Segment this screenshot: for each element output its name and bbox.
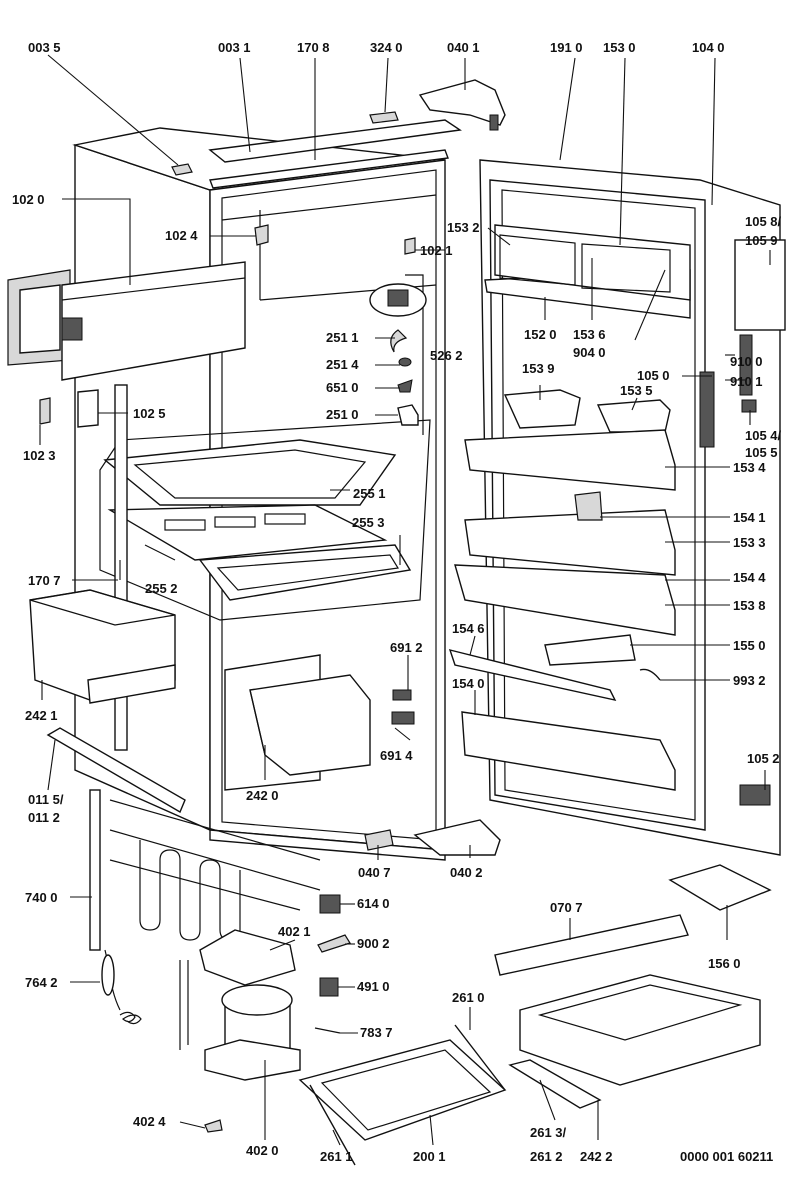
label-2551: 255 1 (353, 486, 386, 501)
document-number: 0000 001 60211 (680, 1149, 773, 1164)
label-2511: 251 1 (326, 330, 359, 345)
label-1533: 153 3 (733, 535, 766, 550)
label-1910: 191 0 (550, 40, 583, 55)
condenser-coil (89, 789, 321, 1025)
label-2001: 200 1 (413, 1149, 446, 1164)
label-1025: 102 5 (133, 406, 166, 421)
label-0707: 070 7 (550, 900, 583, 915)
label-1544: 154 4 (733, 570, 766, 585)
label-1532: 153 2 (447, 220, 480, 235)
label-0035: 003 5 (28, 40, 61, 55)
label-1520: 152 0 (524, 327, 557, 342)
label-2610: 261 0 (452, 990, 485, 1005)
label-1024: 102 4 (165, 228, 198, 243)
label-7837: 783 7 (360, 1025, 393, 1040)
label-1541: 154 1 (733, 510, 766, 525)
top-parts (171, 79, 506, 255)
leader-lines (39, 54, 771, 1146)
label-0407: 040 7 (358, 865, 391, 880)
label-2553: 255 3 (352, 515, 385, 530)
label-4021: 402 1 (278, 924, 311, 939)
label-1560: 156 0 (708, 956, 741, 971)
label-7642: 764 2 (25, 975, 58, 990)
refrigerator-door (448, 159, 786, 856)
label-3240: 324 0 (370, 40, 403, 55)
label-1536: 153 6 (573, 327, 606, 342)
label-9100: 910 0 (730, 354, 763, 369)
glass-tray (298, 1024, 507, 1166)
label-1538: 153 8 (733, 598, 766, 613)
label-2420: 242 0 (246, 788, 279, 803)
label-0401: 040 1 (447, 40, 480, 55)
label-6140: 614 0 (357, 896, 390, 911)
label-1050: 105 0 (637, 368, 670, 383)
label-1539: 153 9 (522, 361, 555, 376)
label-2611: 261 1 (320, 1149, 353, 1164)
label-0115: 011 5/ (28, 792, 64, 807)
label-1058: 105 8/ (745, 214, 782, 229)
label-6914: 691 4 (380, 748, 413, 763)
label-1534: 153 4 (733, 460, 766, 475)
label-1020: 102 0 (12, 192, 45, 207)
ice-tray (668, 864, 772, 911)
label-6510: 651 0 (326, 380, 359, 395)
label-2422: 242 2 (580, 1149, 613, 1164)
crisper-bin-left (29, 589, 176, 704)
label-2421: 242 1 (25, 708, 58, 723)
label-1059: 105 9 (745, 233, 778, 248)
label-4910: 491 0 (357, 979, 390, 994)
label-5262: 526 2 (430, 348, 463, 363)
label-1530: 153 0 (603, 40, 636, 55)
label-0402: 040 2 (450, 865, 483, 880)
part-labels: 003 5 003 1 170 8 324 0 040 1 191 0 153 … (12, 40, 782, 1164)
hinge-rail (46, 727, 186, 814)
label-1040: 104 0 (692, 40, 725, 55)
label-4024: 402 4 (133, 1114, 166, 1129)
electrical-parts (314, 689, 501, 1034)
label-1546: 154 6 (452, 621, 485, 636)
label-1540: 154 0 (452, 676, 485, 691)
compressor (179, 929, 301, 1133)
label-1052: 105 2 (747, 751, 780, 766)
label-6912: 691 2 (390, 640, 423, 655)
label-1708: 170 8 (297, 40, 330, 55)
label-9932: 993 2 (733, 673, 766, 688)
label-0112: 011 2 (28, 810, 60, 825)
label-1023: 102 3 (23, 448, 56, 463)
label-2612: 261 2 (530, 1149, 563, 1164)
label-9040: 904 0 (573, 345, 606, 360)
label-1054: 105 4/ (745, 428, 782, 443)
label-1055: 105 5 (745, 445, 778, 460)
label-1535: 153 5 (620, 383, 653, 398)
label-2514: 251 4 (326, 357, 359, 372)
label-9002: 900 2 (357, 936, 390, 951)
vegetable-drawer (494, 914, 761, 1109)
thermostat-parts (369, 283, 427, 426)
label-4020: 402 0 (246, 1143, 279, 1158)
label-2613: 261 3/ (530, 1125, 567, 1140)
label-1707: 170 7 (28, 573, 61, 588)
freezer-door-panel (7, 261, 246, 428)
label-2552: 255 2 (145, 581, 178, 596)
label-1021: 102 1 (420, 243, 453, 258)
label-2510: 251 0 (326, 407, 359, 422)
label-0031: 003 1 (218, 40, 251, 55)
label-7400: 740 0 (25, 890, 58, 905)
label-1550: 155 0 (733, 638, 766, 653)
label-9101: 910 1 (730, 374, 763, 389)
